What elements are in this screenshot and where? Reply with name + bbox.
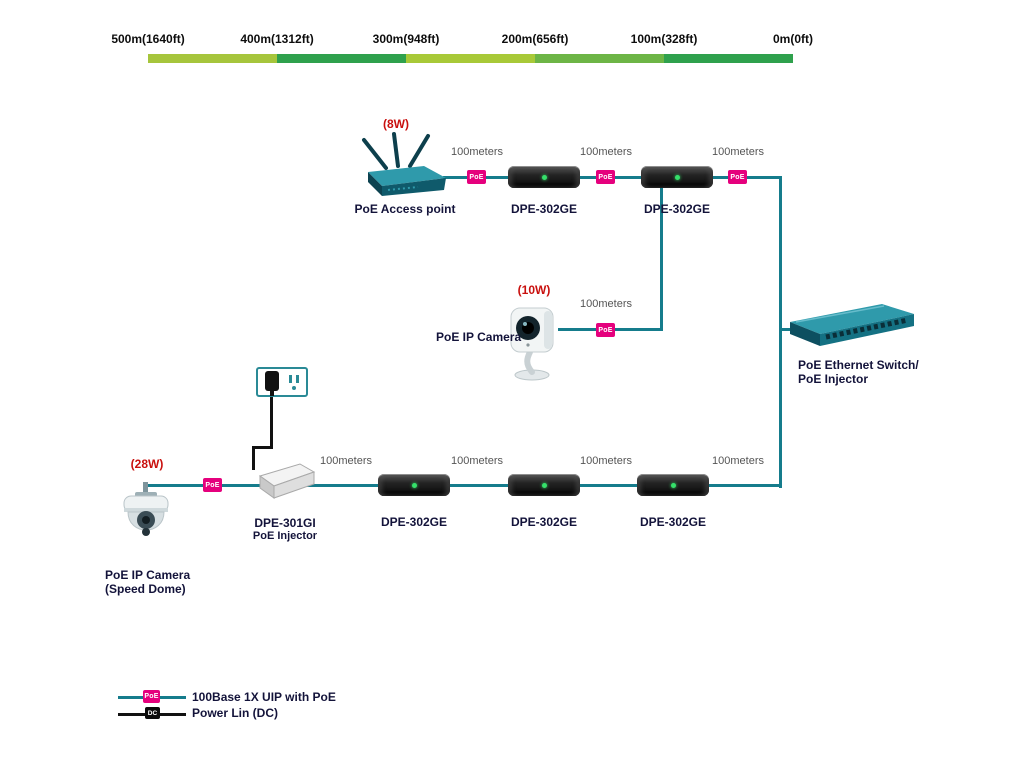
ethernet-line-trunk [779,176,782,488]
extender-top-2-device [641,166,713,188]
extender-top-1-label: DPE-302GE [510,202,578,216]
extender-bottom-2-device [508,474,580,496]
scale-segment-5 [664,54,793,63]
extender-bottom-3-label: DPE-302GE [639,515,707,529]
poe-injector-icon [258,463,316,499]
distance-label-bottom-2: 100meters [451,455,503,467]
status-led [674,174,680,180]
dc-power-cable-vertical [270,396,273,447]
access-point-label: PoE Access point [354,202,456,216]
distance-label-middle: 100meters [580,298,632,310]
ip-camera-icon [510,307,554,381]
scale-label-0m: 0m(0ft) [772,32,814,46]
ip-camera-label: PoE IP Camera [436,330,522,344]
extender-bottom-3-device [637,474,709,496]
scale-segment-4 [535,54,664,63]
poe-badge-bottom: PoE [203,478,222,492]
legend-poe-text: 100Base 1X UIP with PoE [192,690,336,704]
extender-top-1-device [508,166,580,188]
dc-power-cable-drop [252,446,255,470]
distance-label-top-1: 100meters [451,146,503,158]
scale-segment-3 [406,54,535,63]
extender-bottom-1-device [378,474,450,496]
poe-badge-middle: PoE [596,323,615,337]
poe-badge-top-1: PoE [467,170,486,184]
scale-segment-1 [148,54,277,63]
extender-bottom-1-label: DPE-302GE [380,515,448,529]
distance-label-bottom-3: 100meters [580,455,632,467]
switch-label-line1: PoE Ethernet Switch/ [798,358,919,372]
distance-label-bottom-1: 100meters [320,455,372,467]
ip-camera-wattage: (10W) [517,283,551,297]
distance-label-bottom-4: 100meters [712,455,764,467]
injector-label-line2: PoE Injector [252,530,318,542]
extender-top-2-label: DPE-302GE [643,202,711,216]
ethernet-line-camera-riser [660,188,663,331]
legend-dc-badge: DC [145,707,160,719]
scale-label-300m: 300m(948ft) [372,32,440,46]
distance-label-top-3: 100meters [712,146,764,158]
dc-power-cable-bend [252,446,273,449]
distance-label-top-2: 100meters [580,146,632,158]
legend-dc-text: Power Lin (DC) [192,706,278,720]
status-led [411,482,417,488]
switch-label-line2: PoE Injector [798,372,869,386]
scale-segment-2 [277,54,406,63]
distance-scale-bar [148,54,793,63]
poe-badge-top-3: PoE [728,170,747,184]
status-led [541,174,547,180]
status-led [541,482,547,488]
legend-poe-badge: PoE [143,690,160,703]
poe-badge-top-2: PoE [596,170,615,184]
extender-bottom-2-label: DPE-302GE [510,515,578,529]
speed-dome-label-line2: (Speed Dome) [105,582,186,596]
scale-label-400m: 400m(1312ft) [240,32,314,46]
access-point-wattage: (8W) [383,117,409,131]
speed-dome-wattage: (28W) [130,457,164,471]
ethernet-line-bottom-row [145,484,782,487]
power-outlet-icon [256,367,308,397]
access-point-icon [362,132,446,196]
scale-label-500m: 500m(1640ft) [111,32,185,46]
speed-dome-label-line1: PoE IP Camera [105,568,191,582]
injector-label-line1: DPE-301GI [254,516,316,530]
scale-label-200m: 200m(656ft) [501,32,569,46]
ethernet-switch-icon [790,304,914,346]
scale-label-100m: 100m(328ft) [630,32,698,46]
speed-dome-camera-icon [123,482,169,536]
status-led [670,482,676,488]
